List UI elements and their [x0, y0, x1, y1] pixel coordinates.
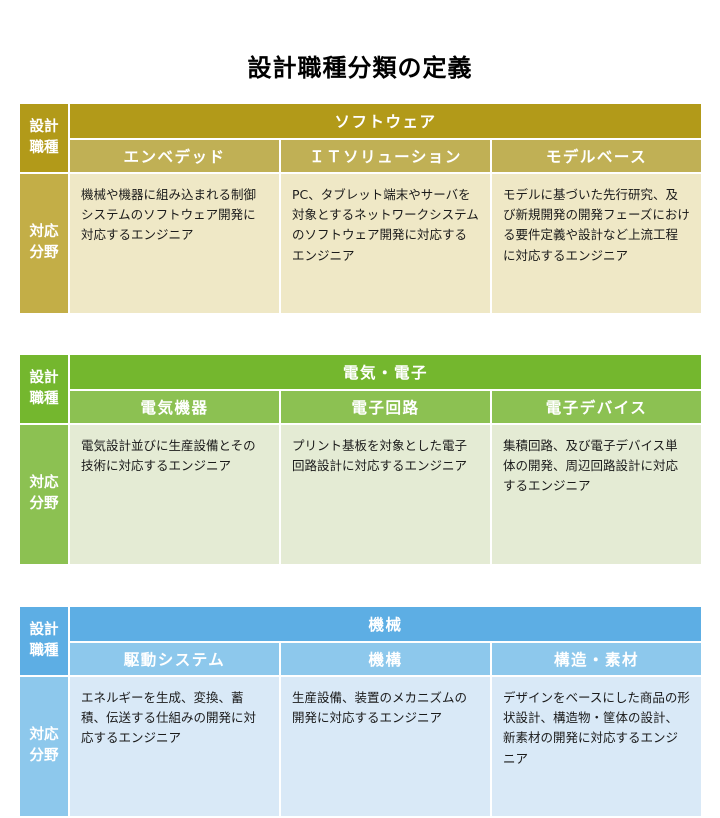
description-electric-equipment: 電気設計並びに生産設備とその技術に対応するエンジニア	[70, 424, 279, 564]
sub-header-structure-material: 構造・素材	[492, 642, 701, 675]
table-row-main-header: 設計 職種 電気・電子	[20, 354, 701, 423]
row-label-scope-line1: 対応	[29, 727, 59, 744]
description-embedded: 機械や機器に組み込まれる制御システムのソフトウェア開発に対応するエンジニア	[70, 173, 279, 313]
row-label-scope-line2: 分野	[29, 748, 59, 765]
table-row-sub-header: エンベデッド ＩＴソリューション モデルベース	[20, 139, 701, 172]
description-mechanism: 生産設備、装置のメカニズムの開発に対応するエンジニア	[281, 676, 490, 816]
table-mechanical: 設計 職種 機械 駆動システム 機構 構造・素材 対応 分野 エネルギーを生成、…	[18, 605, 703, 818]
table-electric-electronic: 設計 職種 電気・電子 電気機器 電子回路 電子デバイス 対応 分野 電気設計並…	[18, 353, 703, 566]
row-label-category: 設計 職種	[20, 354, 68, 423]
row-label-scope: 対応 分野	[20, 173, 68, 313]
row-label-category-line2: 職種	[29, 642, 59, 659]
sub-header-electronic-device: 電子デバイス	[492, 390, 701, 423]
description-drive-system: エネルギーを生成、変換、蓄積、伝送する仕組みの開発に対応するエンジニア	[70, 676, 279, 816]
table-row-main-header: 設計 職種 機械	[20, 606, 701, 675]
row-label-category-line1: 設計	[29, 621, 59, 638]
table-row-sub-header: 電気機器 電子回路 電子デバイス	[20, 390, 701, 423]
row-label-scope-line1: 対応	[29, 224, 59, 241]
description-model-base: モデルに基づいた先行研究、及び新規開発の開発フェーズにおける要件定義や設計など上…	[492, 173, 701, 313]
row-label-category-line2: 職種	[29, 139, 59, 156]
sub-header-electronic-circuit: 電子回路	[281, 390, 490, 423]
row-label-scope-line1: 対応	[29, 475, 59, 492]
main-header-electric-electronic: 電気・電子	[70, 354, 701, 389]
main-header-mechanical: 機械	[70, 606, 701, 641]
page-title: 設計職種分類の定義	[247, 54, 473, 83]
table-row-body: 対応 分野 電気設計並びに生産設備とその技術に対応するエンジニア プリント基板を…	[20, 424, 701, 564]
sub-header-drive-system: 駆動システム	[70, 642, 279, 675]
row-label-scope-line2: 分野	[29, 245, 59, 262]
page-root: 設計職種分類の定義 設計 職種 ソフトウェア エンベデッド ＩＴソリューション …	[0, 16, 720, 816]
table-row-body: 対応 分野 エネルギーを生成、変換、蓄積、伝送する仕組みの開発に対応するエンジニ…	[20, 676, 701, 816]
table-row-main-header: 設計 職種 ソフトウェア	[20, 103, 701, 172]
row-label-scope-line2: 分野	[29, 496, 59, 513]
table-row-sub-header: 駆動システム 機構 構造・素材	[20, 642, 701, 675]
sub-header-embedded: エンベデッド	[70, 139, 279, 172]
tables-container: 設計 職種 ソフトウェア エンベデッド ＩＴソリューション モデルベース 対応 …	[0, 102, 720, 818]
description-electronic-device: 集積回路、及び電子デバイス単体の開発、周辺回路設計に対応するエンジニア	[492, 424, 701, 564]
row-label-category-line2: 職種	[29, 390, 59, 407]
table-row-body: 対応 分野 機械や機器に組み込まれる制御システムのソフトウェア開発に対応するエン…	[20, 173, 701, 313]
row-label-category-line1: 設計	[29, 118, 59, 135]
sub-header-electric-equipment: 電気機器	[70, 390, 279, 423]
sub-header-mechanism: 機構	[281, 642, 490, 675]
row-label-scope: 対応 分野	[20, 676, 68, 816]
sub-header-it-solution: ＩＴソリューション	[281, 139, 490, 172]
row-label-scope: 対応 分野	[20, 424, 68, 564]
description-electronic-circuit: プリント基板を対象とした電子回路設計に対応するエンジニア	[281, 424, 490, 564]
sub-header-model-base: モデルベース	[492, 139, 701, 172]
row-label-category-line1: 設計	[29, 369, 59, 386]
row-label-category: 設計 職種	[20, 606, 68, 675]
description-it-solution: PC、タブレット端末やサーバを対象とするネットワークシステムのソフトウェア開発に…	[281, 173, 490, 313]
row-label-category: 設計 職種	[20, 103, 68, 172]
main-header-software: ソフトウェア	[70, 103, 701, 138]
description-structure-material: デザインをベースにした商品の形状設計、構造物・筐体の設計、新素材の開発に対応する…	[492, 676, 701, 816]
table-software: 設計 職種 ソフトウェア エンベデッド ＩＴソリューション モデルベース 対応 …	[18, 102, 703, 315]
